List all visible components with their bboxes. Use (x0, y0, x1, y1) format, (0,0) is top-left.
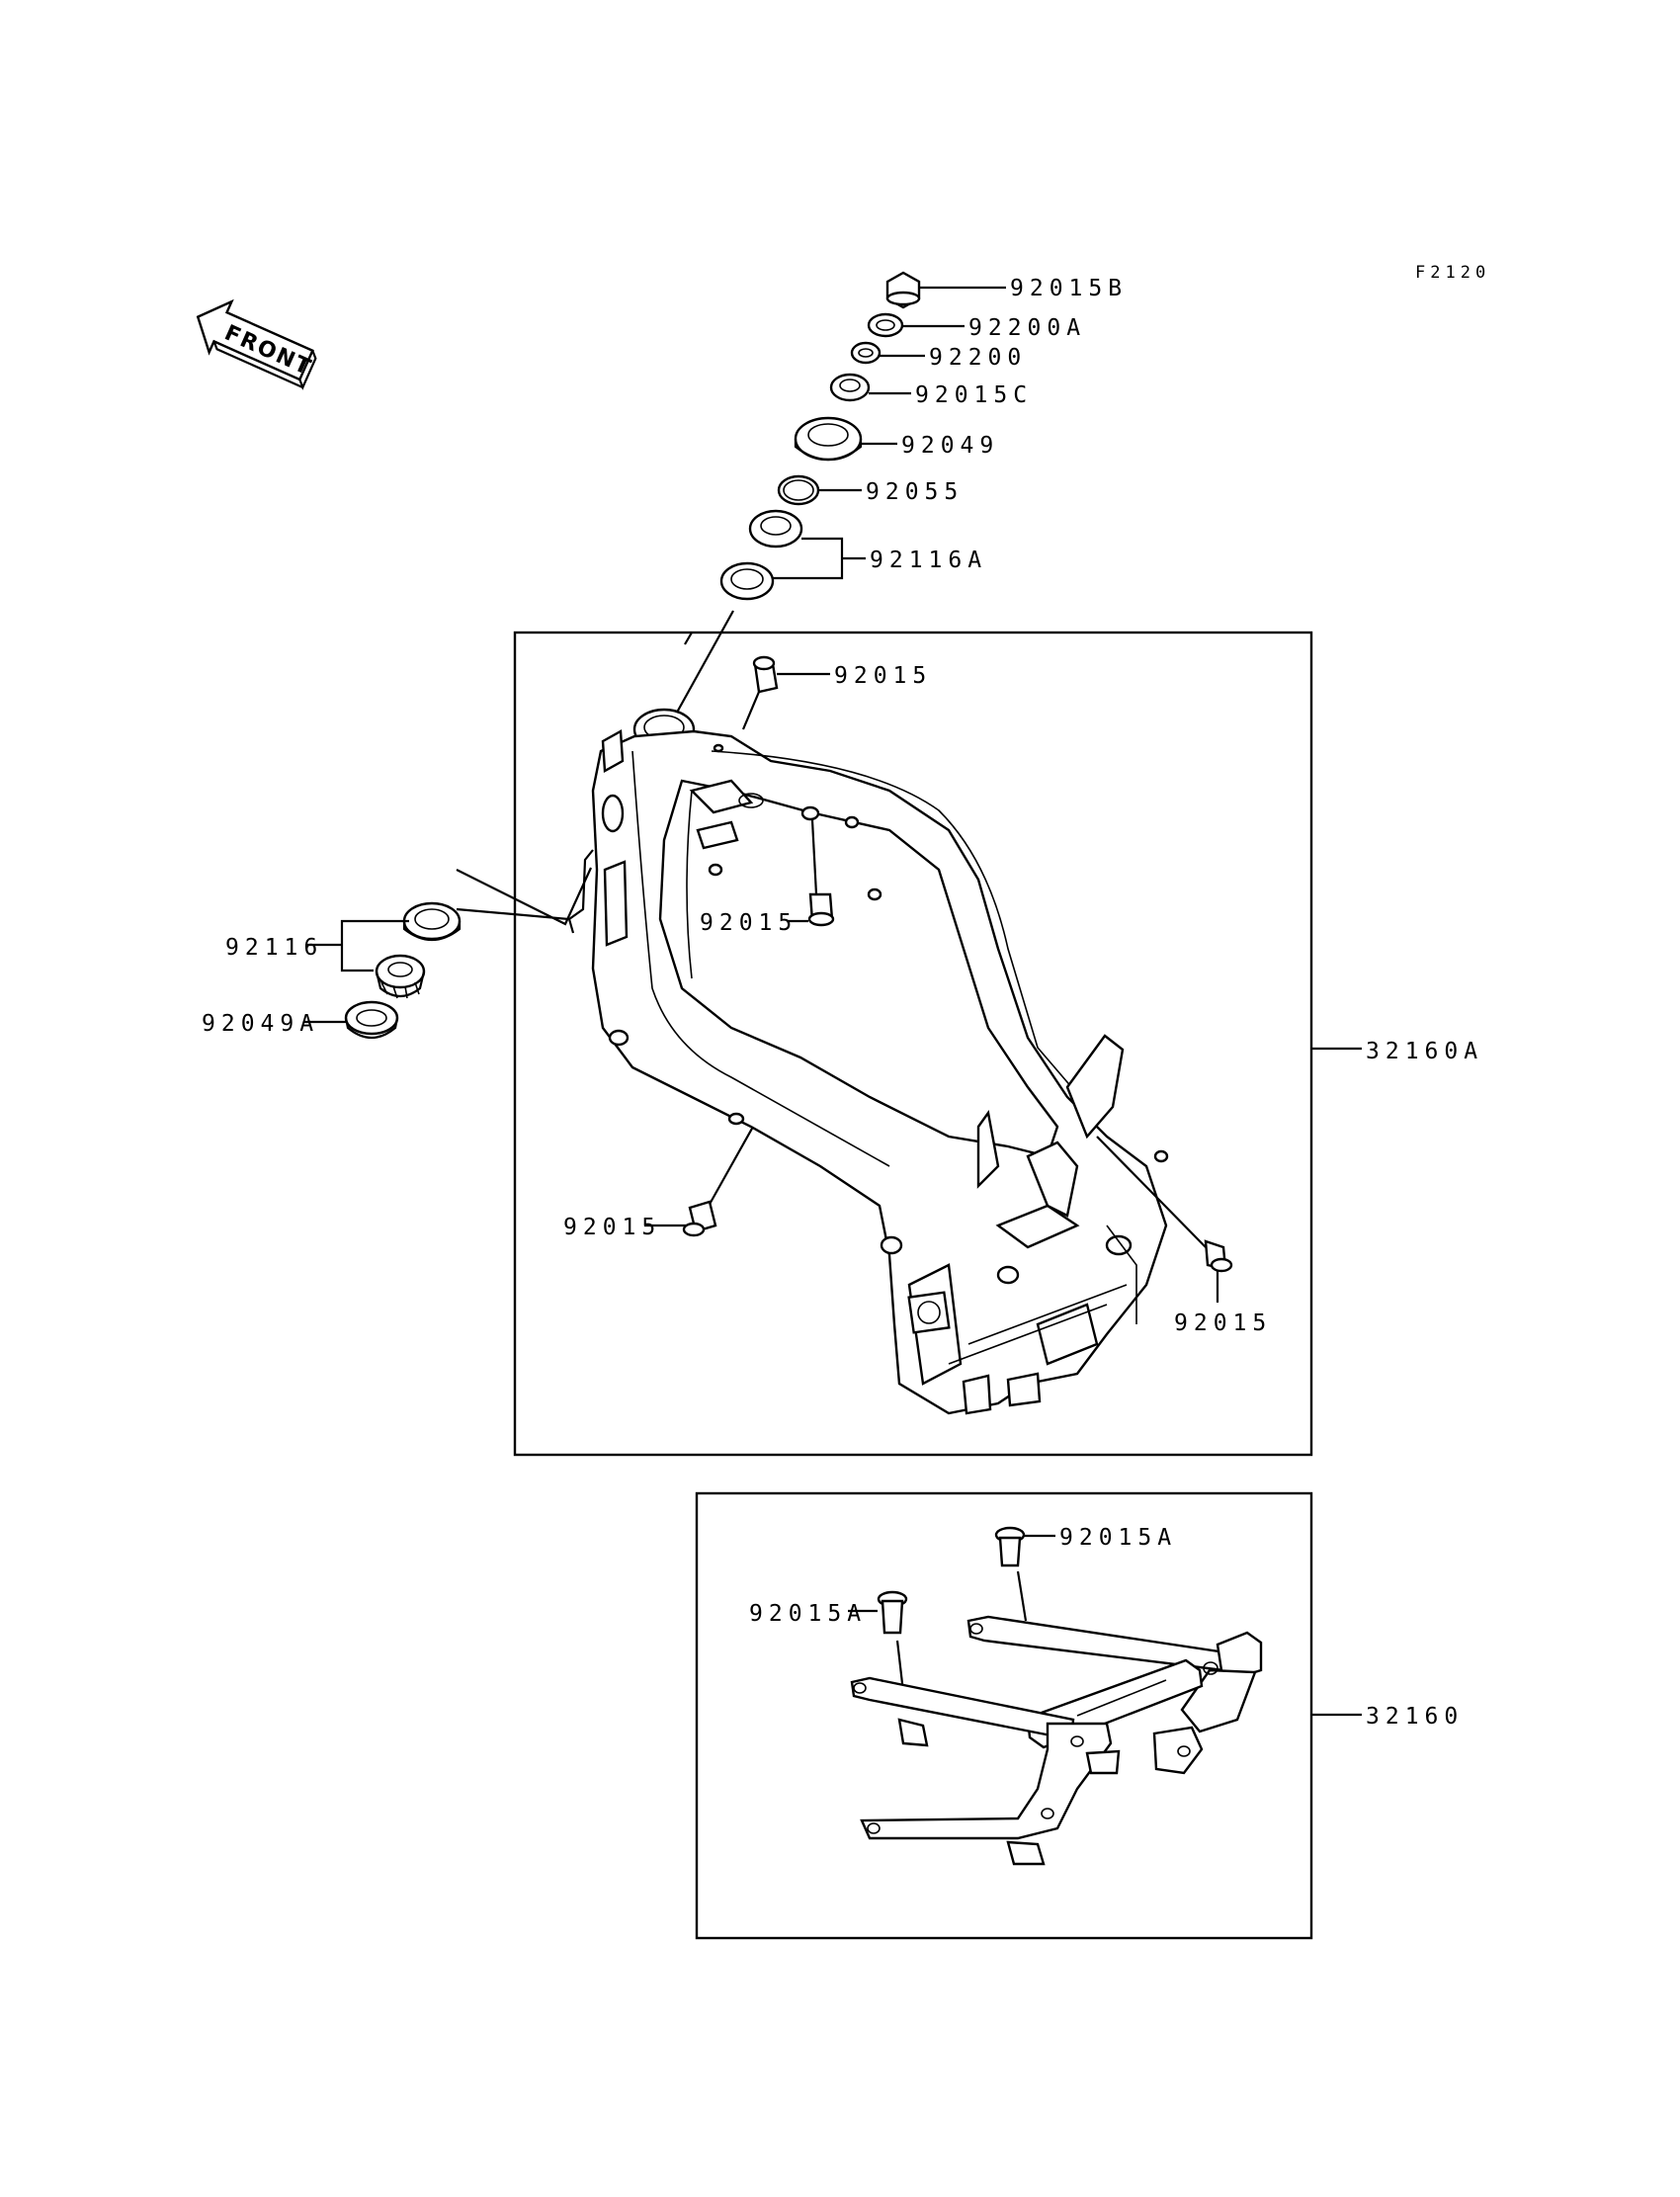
seal-92049 (794, 416, 897, 462)
washer-92200A (867, 312, 965, 338)
label-92116: 92116 (225, 935, 323, 961)
bolt-92015-right (1096, 1136, 1233, 1303)
subframe-drawing (850, 1615, 1263, 1866)
bearing-set-92116 (306, 849, 594, 999)
label-92015A-left: 92015A (749, 1601, 867, 1627)
lower-bearing-axis-line (456, 867, 593, 926)
label-92055: 92055 (866, 479, 964, 505)
label-32160A: 32160A (1366, 1039, 1483, 1064)
label-92015-top: 92015 (834, 663, 932, 689)
label-92015A-top: 92015A (1059, 1525, 1177, 1551)
locknut-92015C (829, 373, 911, 402)
front-arrow-icon: FRONT (196, 298, 317, 390)
label-92049: 92049 (901, 433, 999, 459)
bolt-92015-mid (807, 819, 835, 927)
bearing-set-92116A (719, 509, 866, 601)
label-92200A: 92200A (968, 315, 1086, 341)
bolt-92015-left (644, 1126, 754, 1237)
label-92116A: 92116A (870, 548, 987, 573)
frame-assembly-box (513, 631, 1313, 1457)
seal-92049A (304, 1000, 399, 1040)
stem-axis-tick (684, 632, 693, 645)
label-92015-left: 92015 (563, 1215, 661, 1240)
label-92049A: 92049A (202, 1011, 319, 1037)
stem-axis-line (672, 610, 734, 720)
bolt-92015A-top (994, 1526, 1055, 1622)
oring-92055 (777, 474, 862, 506)
label-92015-mid: 92015 (700, 910, 798, 936)
label-92015-right: 92015 (1174, 1310, 1272, 1336)
label-92200: 92200 (929, 345, 1027, 371)
washer-92200 (850, 341, 925, 365)
main-frame-drawing (591, 708, 1169, 1415)
label-92015B: 92015B (1010, 276, 1128, 301)
stem-nut-92015B (885, 271, 1006, 309)
label-92015C: 92015C (915, 382, 1033, 408)
bolt-92015A-left (848, 1590, 908, 1693)
bolt-92015-top (741, 655, 830, 730)
label-32160: 32160 (1366, 1704, 1464, 1730)
figure-code: F2120 (1415, 263, 1490, 283)
